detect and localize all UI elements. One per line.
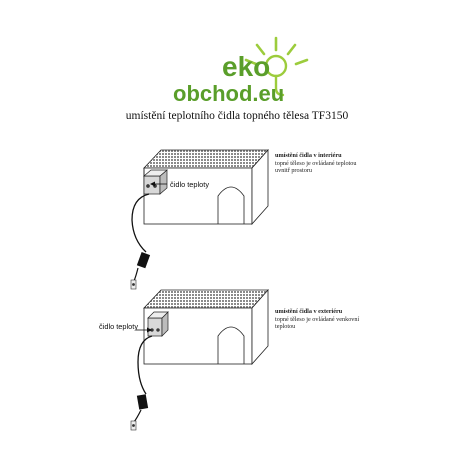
logo-text-obchod: obchod.eu: [173, 81, 284, 106]
door-opening: [217, 326, 245, 364]
note-line: topné těleso je ovládané teplotou: [275, 159, 357, 167]
sensor-label-interior: čidlo teploty: [170, 180, 210, 189]
note-line: teplotou: [275, 323, 296, 331]
sensor-label-exterior: čidlo teploty: [99, 322, 139, 331]
sensor-box-exterior: [147, 311, 169, 337]
sun-icon: [244, 36, 309, 97]
note-interior: umístění čidla v interiéru topné těleso …: [275, 152, 356, 175]
note-heading: umístění čidla v exteriéru: [275, 308, 343, 315]
roof-grid: [143, 149, 269, 169]
note-line: topné těleso je ovládané venkovní: [275, 315, 360, 323]
note-heading: umístění čidla v interiéru: [275, 152, 342, 159]
sensor-box-interior: [143, 169, 168, 195]
plug-icon: [130, 252, 151, 290]
plug-icon-exterior: [130, 394, 149, 431]
roof-grid: [143, 289, 269, 309]
note-exterior: umístění čidla v exteriéru topné těleso …: [275, 308, 359, 331]
cable-interior: [131, 193, 150, 253]
ekobchod-logo: eko obchod.eu: [173, 36, 309, 106]
enclosure-interior: [143, 148, 269, 226]
note-line: uvnitř prostoru: [275, 167, 312, 175]
logo-text-eko: eko: [222, 51, 270, 82]
door-opening: [217, 186, 245, 224]
cable-exterior: [137, 335, 153, 395]
page-title: umístění teplotního čidla topného tělesa…: [125, 110, 349, 122]
